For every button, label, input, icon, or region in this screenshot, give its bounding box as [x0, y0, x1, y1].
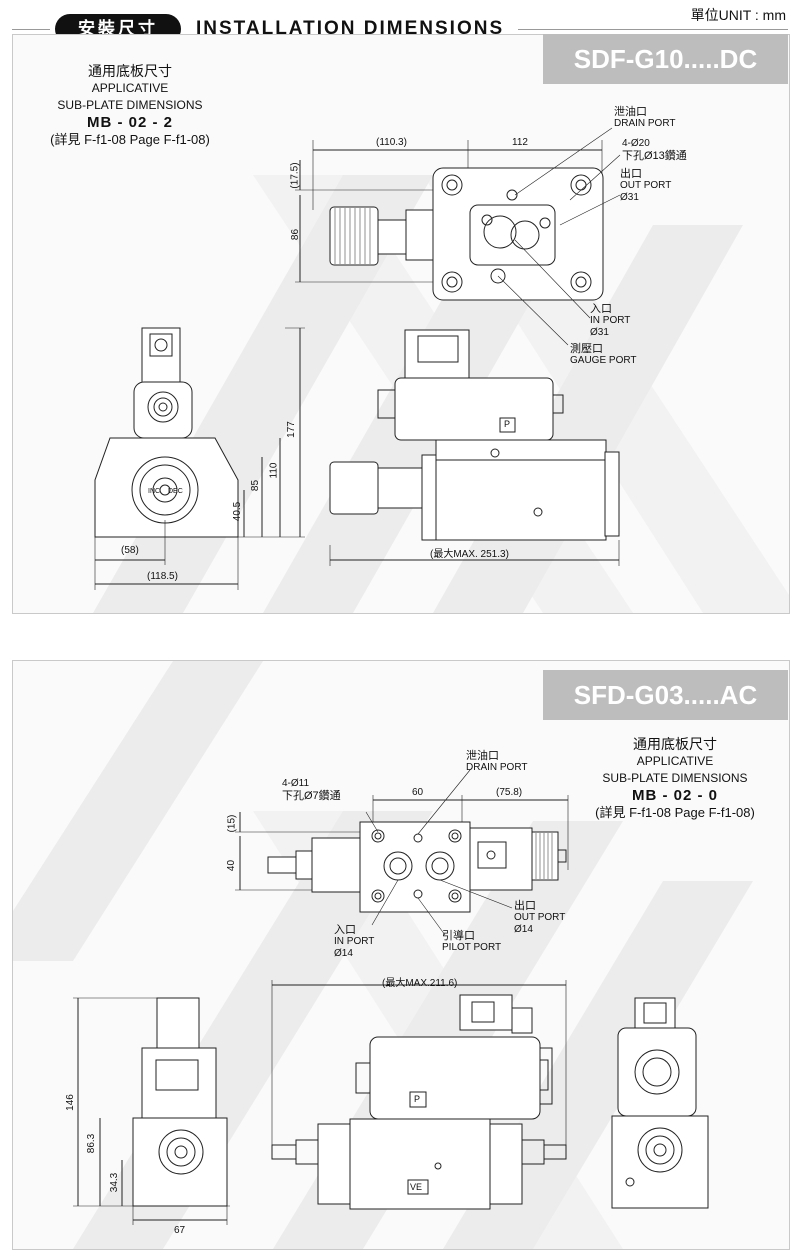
out-port-en: OUT PORT [620, 180, 672, 191]
out-port-en: OUT PORT [514, 912, 566, 923]
dim-146: 146 [64, 1094, 76, 1111]
dim-58: (58) [121, 545, 139, 556]
mount-holes-drill: 下孔Ø7鑽通 [282, 790, 341, 802]
out-port-zh: 出口 [514, 900, 536, 912]
in-port-en: IN PORT [590, 315, 631, 326]
in-port-dia: Ø31 [590, 327, 609, 338]
dim-86-3: 86.3 [86, 1133, 98, 1154]
knob-dec-label: DEC [168, 488, 183, 495]
subplate-info: 通用底板尺寸 APPLICATIVE SUB-PLATE DIMENSIONS … [570, 736, 780, 821]
p-badge: P [414, 1094, 421, 1104]
dim-75-8: (75.8) [496, 787, 523, 798]
max-length-label: (最大MAX. 251.3) [430, 549, 509, 560]
in-port-en: IN PORT [334, 936, 375, 947]
dim-110-3: (110.3) [376, 137, 407, 148]
mount-holes-drill: 下孔Ø13鑽通 [622, 150, 687, 162]
knob-inc-label: INC [148, 488, 161, 495]
dim-118-5: (118.5) [147, 571, 178, 582]
model-tab: SDF-G10.....DC [543, 34, 788, 84]
out-port-zh: 出口 [620, 168, 642, 180]
pilot-port-en: PILOT PORT [442, 942, 502, 953]
subplate-reference: (詳見 F-f1-08 Page F-f1-08) [50, 132, 210, 147]
subplate-title-en2: SUB-PLATE DIMENSIONS [57, 98, 203, 112]
in-port-zh: 入口 [590, 303, 612, 315]
pilot-port-label: 引導口 PILOT PORT [442, 930, 501, 954]
model-tab: SFD-G03.....AC [543, 670, 788, 720]
drain-port-label: 泄油口 DRAIN PORT [614, 106, 676, 130]
max-length-label: (最大MAX.211.6) [382, 978, 458, 989]
ve-badge: VE [410, 1182, 423, 1192]
dim-15: (15) [226, 814, 238, 833]
dim-60: 60 [412, 787, 424, 798]
drain-port-en: DRAIN PORT [466, 762, 528, 773]
subplate-reference: (詳見 F-f1-08 Page F-f1-08) [595, 805, 755, 820]
drain-port-en: DRAIN PORT [614, 118, 676, 129]
subplate-title-en1: APPLICATIVE [636, 754, 714, 768]
gauge-port-zh: 測壓口 [570, 343, 603, 355]
subplate-title-zh: 通用底板尺寸 [88, 63, 172, 79]
p1-side-front-views [94, 327, 620, 590]
drain-port-zh: 泄油口 [614, 106, 647, 118]
out-port-dia: Ø14 [514, 924, 533, 935]
in-port-zh: 入口 [334, 924, 356, 936]
p-badge: P [504, 419, 511, 429]
subplate-title-en1: APPLICATIVE [91, 81, 169, 95]
out-port-label: 出口 OUT PORT Ø31 [620, 168, 671, 204]
subplate-model: MB - 02 - 0 [631, 787, 718, 804]
unit-label: 單位UNIT : mm [690, 7, 786, 23]
p1-top-view [295, 127, 621, 346]
mount-holes-size: 4-Ø11 [282, 778, 310, 789]
out-port-label: 出口 OUT PORT Ø14 [514, 900, 565, 936]
mount-holes-size: 4-Ø20 [622, 138, 650, 149]
subplate-title-en2: SUB-PLATE DIMENSIONS [602, 771, 748, 785]
drain-port-label: 泄油口 DRAIN PORT [466, 750, 528, 774]
header-rule [518, 29, 788, 30]
mount-holes-label: 4-Ø11 下孔Ø7鑽通 [282, 778, 341, 802]
in-port-label: 入口 IN PORT Ø31 [590, 303, 630, 339]
dim-40: 40 [226, 859, 238, 872]
out-port-dia: Ø31 [620, 192, 639, 203]
subplate-info: 通用底板尺寸 APPLICATIVE SUB-PLATE DIMENSIONS … [25, 63, 235, 148]
gauge-port-en: GAUGE PORT [570, 355, 637, 366]
pilot-port-zh: 引導口 [442, 930, 475, 942]
dim-67: 67 [174, 1225, 186, 1236]
header-rule [12, 29, 50, 30]
drain-port-zh: 泄油口 [466, 750, 499, 762]
subplate-model: MB - 02 - 2 [86, 114, 173, 131]
dim-112: 112 [512, 137, 528, 148]
dim-34-3: 34.3 [109, 1172, 121, 1193]
section-title: INSTALLATION DIMENSIONS [196, 18, 505, 39]
gauge-port-label: 測壓口 GAUGE PORT [570, 343, 637, 367]
subplate-title-zh: 通用底板尺寸 [633, 736, 717, 752]
mount-holes-label: 4-Ø20 下孔Ø13鑽通 [622, 138, 687, 162]
in-port-label: 入口 IN PORT Ø14 [334, 924, 374, 960]
in-port-dia: Ø14 [334, 948, 353, 959]
